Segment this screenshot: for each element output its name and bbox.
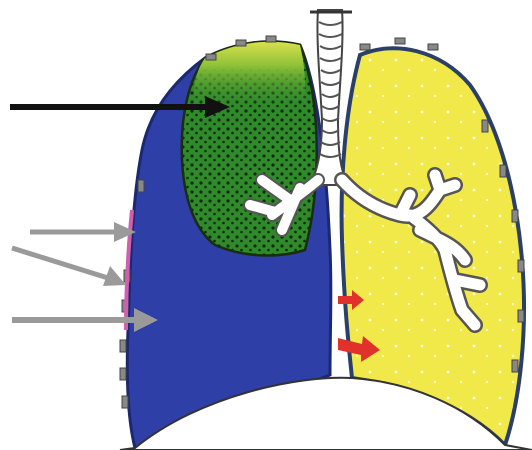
grey-pointer-arrow-upper	[30, 222, 136, 242]
grey-pointer-arrow-lower	[12, 308, 158, 332]
grey-pointer-arrow-middle	[12, 248, 126, 286]
